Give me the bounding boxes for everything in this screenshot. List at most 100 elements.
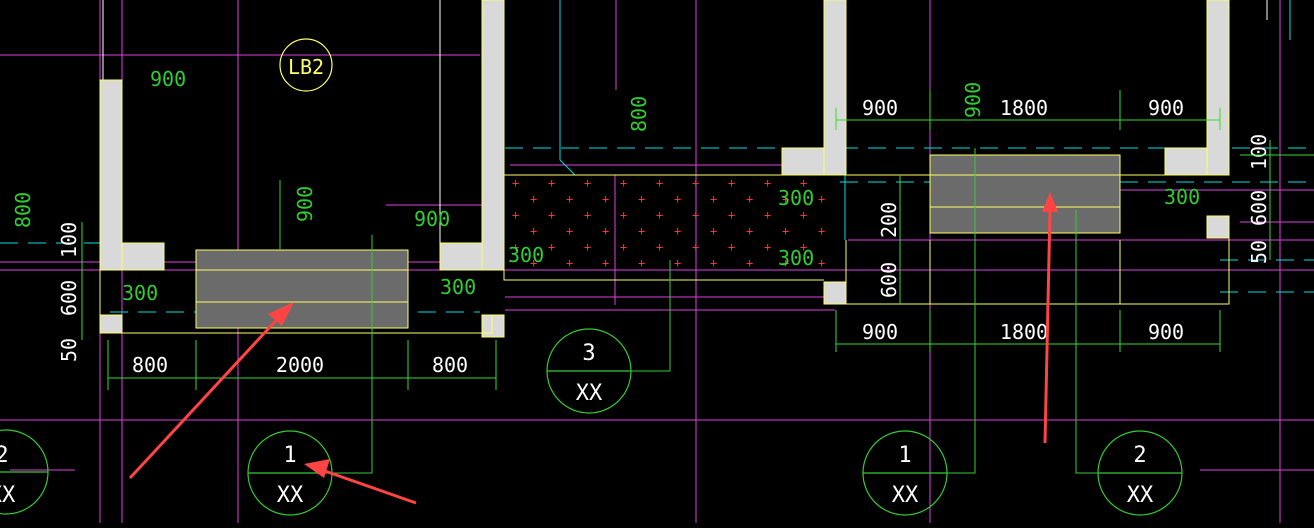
hatch-cross: + xyxy=(620,208,627,222)
hatch-cross: + xyxy=(638,192,645,206)
label-900-r: 900 xyxy=(414,207,450,231)
opening-left xyxy=(195,249,409,329)
hatch-cross: + xyxy=(584,240,591,254)
wall-outlines xyxy=(99,174,1230,334)
hatch-cross: + xyxy=(602,224,609,238)
white-lines xyxy=(102,0,1268,250)
hatch-cross: + xyxy=(566,192,573,206)
label-200-right-v: 200 xyxy=(877,202,901,238)
hatch-cross: + xyxy=(548,208,555,222)
dim-right-bottom-2: 1800 xyxy=(1000,320,1048,344)
hatch-cross: + xyxy=(530,192,537,206)
hatch-cross: + xyxy=(656,240,663,254)
hatch-cross: + xyxy=(818,256,825,270)
wall-left-bottom-stub-r xyxy=(439,242,483,271)
hatch-cross: + xyxy=(566,256,573,270)
wall-right-stub-l xyxy=(781,147,825,176)
hatch-cross: + xyxy=(602,256,609,270)
callout-partial-left[interactable]: 2 XX xyxy=(0,429,49,515)
dim-right-top-1: 900 xyxy=(862,96,898,120)
callout-3-num: 3 xyxy=(582,341,595,366)
wall-left-vertical xyxy=(99,79,123,271)
hatch-cross: + xyxy=(656,176,663,190)
hatch-cross: + xyxy=(764,240,771,254)
callout-section-2-right[interactable]: 2 XX xyxy=(1097,430,1183,516)
dim-right-bottom-1: 900 xyxy=(862,320,898,344)
label-800-mid-v: 800 xyxy=(627,96,651,132)
hatch-cross: + xyxy=(620,176,627,190)
callout-section-3[interactable]: 3 XX xyxy=(546,328,632,414)
hatch-cross: + xyxy=(566,224,573,238)
hatch-cross: + xyxy=(782,224,789,238)
hatch-cross: + xyxy=(710,192,717,206)
arrow-head-1 xyxy=(268,302,294,326)
label-900-top: 900 xyxy=(150,67,186,91)
opening-right xyxy=(929,154,1121,234)
label-300-mid-b: 300 xyxy=(778,246,814,270)
wall-right-post-bl xyxy=(823,281,847,305)
callout-section-1-left[interactable]: 1 XX xyxy=(247,430,333,516)
hatch-cross: + xyxy=(530,224,537,238)
hatch-cross: + xyxy=(710,256,717,270)
hatch-cross: + xyxy=(818,224,825,238)
arrow-head-3 xyxy=(1042,192,1058,212)
hatch-cross: + xyxy=(746,192,753,206)
slab-tag-label: LB2 xyxy=(288,55,324,79)
callout-4-ref: XX xyxy=(892,483,919,508)
hatch-cross: + xyxy=(692,176,699,190)
hatch-cross: + xyxy=(692,208,699,222)
callout-section-1-right[interactable]: 1 XX xyxy=(862,430,948,516)
dim-right-top-2: 1800 xyxy=(1000,96,1048,120)
label-300-mid-c: 300 xyxy=(508,243,544,267)
walls xyxy=(99,0,1230,338)
wall-left-right-vertical xyxy=(481,0,505,271)
wall-left-bottom-right-post xyxy=(481,314,505,338)
hatch-cross: + xyxy=(710,224,717,238)
dim-right-top-3: 900 xyxy=(1148,96,1184,120)
hatch-cross: + xyxy=(728,176,735,190)
label-300-l: 300 xyxy=(122,281,158,305)
callout-4-num: 1 xyxy=(898,443,911,468)
dim-left-3: 800 xyxy=(432,353,468,377)
wall-right-vertical-r xyxy=(1206,0,1230,176)
hatch-cross: + xyxy=(548,240,555,254)
hatch-cross: + xyxy=(782,192,789,206)
hatch-cross: + xyxy=(800,208,807,222)
hatch-cross: + xyxy=(512,240,519,254)
label-900-left-v: 900 xyxy=(293,186,317,222)
hatch-cross: + xyxy=(764,176,771,190)
wall-left-bottom-left-post xyxy=(99,314,123,334)
leader-lines xyxy=(279,148,1100,474)
hatch-cross: + xyxy=(818,192,825,206)
hatch-cross: + xyxy=(674,224,681,238)
label-900-right-v: 900 xyxy=(961,82,985,118)
hatch-cross: + xyxy=(602,192,609,206)
label-800-left-v: 800 xyxy=(11,192,35,228)
hatch-cross: + xyxy=(584,208,591,222)
arrow-head-2 xyxy=(304,459,330,478)
callout-2-ref: XX xyxy=(277,483,304,508)
wall-right-stub-r xyxy=(1164,147,1208,176)
hatch-cross: + xyxy=(584,176,591,190)
label-100-right-v: 100 xyxy=(1247,134,1271,170)
hatch-cross: + xyxy=(530,256,537,270)
hatch-cross: + xyxy=(674,256,681,270)
white-labels: 100 600 50 200 600 100 600 50 xyxy=(57,134,1271,362)
callout-1-num: 2 xyxy=(0,443,9,468)
hatch-cross: + xyxy=(800,176,807,190)
label-600-right-v: 600 xyxy=(877,262,901,298)
dim-right-bottom-3: 900 xyxy=(1148,320,1184,344)
label-50-v: 50 xyxy=(57,338,81,362)
dimension-right-bottom: 900 1800 900 xyxy=(835,310,1221,352)
callout-3-ref: XX xyxy=(576,381,603,406)
hatch-cross: + xyxy=(512,176,519,190)
dimension-right-top: 900 1800 900 xyxy=(835,90,1221,130)
wall-right-post-br xyxy=(1206,215,1230,239)
hatch-cross: + xyxy=(728,208,735,222)
dim-left-2: 2000 xyxy=(276,353,324,377)
hatch-cross: + xyxy=(764,208,771,222)
dimension-left: 800 2000 800 xyxy=(107,340,497,390)
label-300-right: 300 xyxy=(1164,185,1200,209)
label-600-v: 600 xyxy=(57,280,81,316)
